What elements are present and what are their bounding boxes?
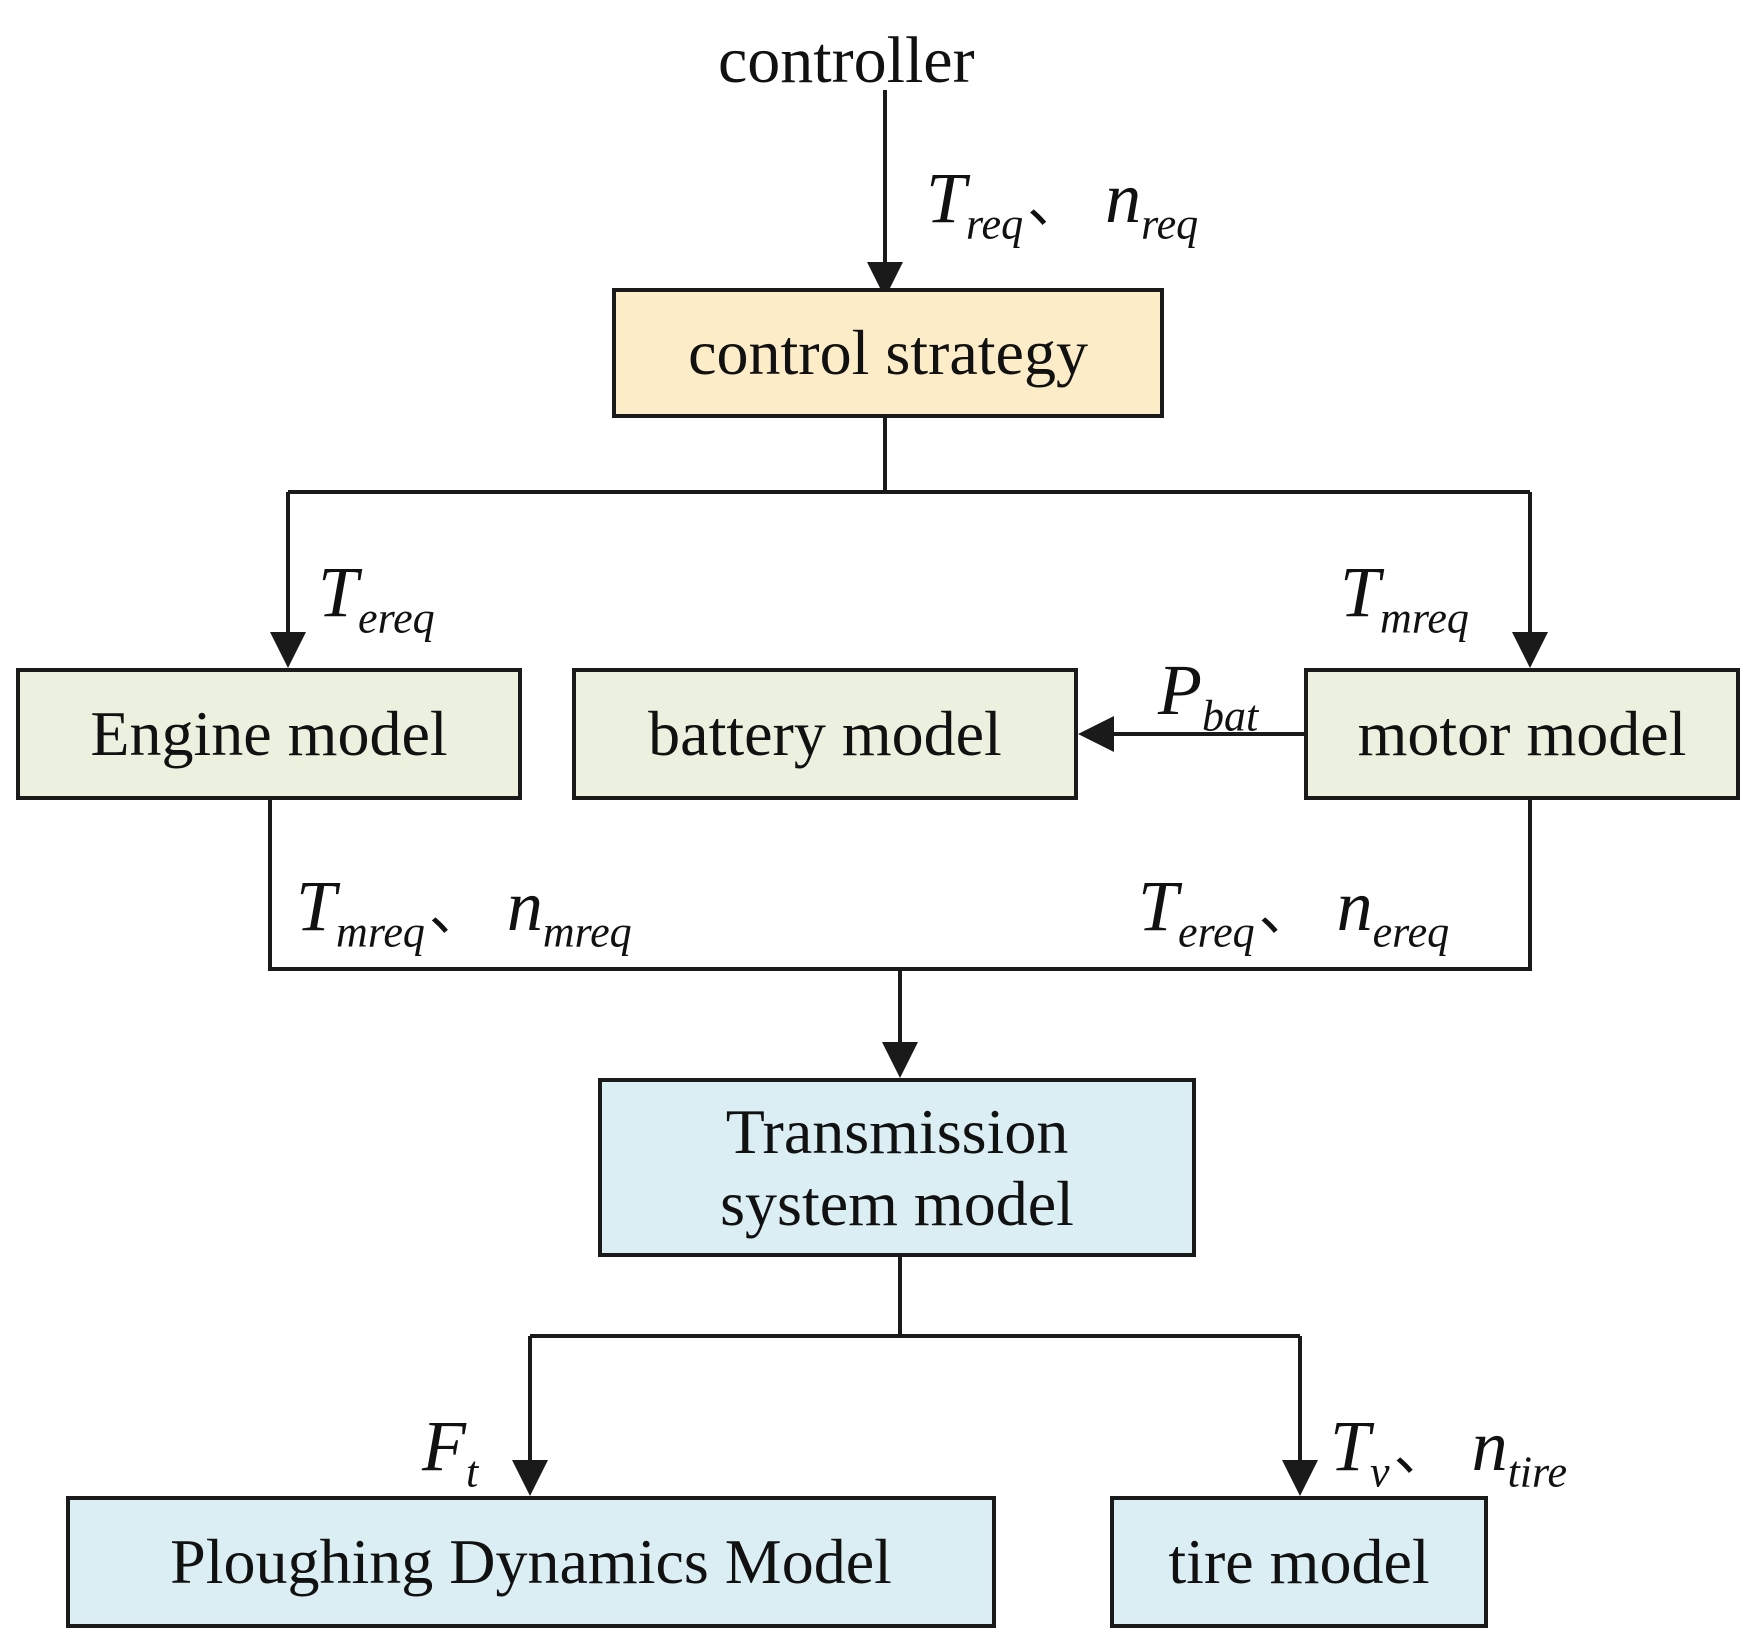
ploughing-dynamics-label: Ploughing Dynamics Model (170, 1526, 892, 1598)
transmission-label-line1: Transmission (725, 1095, 1069, 1167)
motor-model-box: motor model (1304, 668, 1740, 800)
ploughing-dynamics-box: Ploughing Dynamics Model (66, 1496, 996, 1628)
arrowhead-engine (270, 632, 306, 668)
arrowhead-motor (1512, 632, 1548, 668)
engine-model-label: Engine model (90, 698, 448, 770)
label-motor-input: Tmreq (1340, 552, 1469, 643)
battery-model-label: battery model (648, 698, 1002, 770)
transmission-system-box: Transmission system model (598, 1078, 1196, 1257)
label-engine-output: Tmreq、nmreq (296, 866, 632, 957)
arrowhead-tire (1282, 1460, 1318, 1496)
control-strategy-box: control strategy (612, 288, 1164, 418)
battery-model-box: battery model (572, 668, 1078, 800)
motor-model-label: motor model (1357, 698, 1687, 770)
control-strategy-label: control strategy (688, 317, 1088, 389)
arrowhead-strategy (867, 262, 903, 298)
engine-model-box: Engine model (16, 668, 522, 800)
label-engine-input: Tereq (318, 552, 435, 643)
arrowhead-battery (1078, 716, 1114, 752)
label-tire-input: Tv、ntire (1330, 1406, 1568, 1497)
arrowhead-ploughing (512, 1460, 548, 1496)
controller-title: controller (718, 24, 975, 97)
transmission-label-line2: system model (720, 1167, 1074, 1239)
label-battery-input: Pbat (1158, 650, 1259, 741)
label-controller-output: Treq、nreq (926, 158, 1199, 249)
arrowhead-transmission (882, 1042, 918, 1078)
tire-model-label: tire model (1168, 1526, 1430, 1598)
label-ploughing-input: Ft (422, 1406, 479, 1497)
label-motor-output: Tereq、nereq (1138, 866, 1450, 957)
tire-model-box: tire model (1110, 1496, 1488, 1628)
